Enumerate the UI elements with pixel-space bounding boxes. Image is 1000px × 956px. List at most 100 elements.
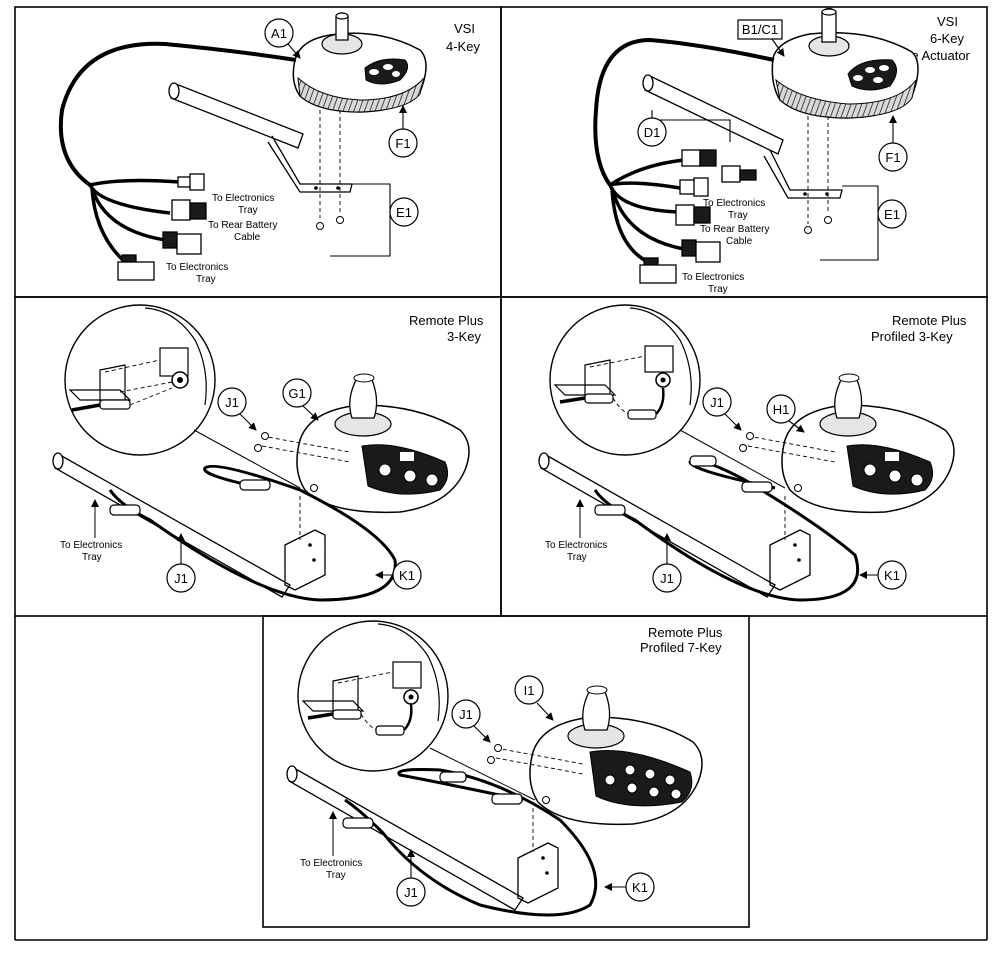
panel-title-line2: 3-Key: [447, 329, 481, 344]
callout-j1-screws: J1: [451, 699, 491, 743]
callout-k1: K1: [604, 872, 655, 902]
panel-vsi-6key: VSI 6-Key Future Actuator: [593, 7, 971, 295]
label-to-rear-battery-b: Cable: [726, 236, 753, 247]
svg-text:J1: J1: [660, 571, 674, 586]
armrest-tube: [52, 452, 326, 598]
label-to-electronics-tray-a: To Electronics: [60, 540, 122, 551]
label-to-electronics-tray-b: Tray: [326, 870, 346, 881]
callout-d1: D1: [637, 117, 667, 147]
svg-text:K1: K1: [632, 880, 648, 895]
panel-remote-plus-3key: Remote Plus 3-Key: [52, 304, 484, 602]
remote-plus-3key-controller: [296, 373, 470, 514]
label-to-electronics-tray-2a: To Electronics: [682, 272, 744, 283]
armrest-tube: [538, 452, 811, 598]
connector-to-electronics-tray-2: [681, 239, 721, 263]
vsi-6key-controller: [771, 7, 919, 119]
panel-title-line2: Profiled 3-Key: [871, 329, 953, 344]
panel-title-line2: 6-Key: [930, 31, 964, 46]
panel-remote-plus-profiled-3key: Remote Plus Profiled 3-Key: [538, 304, 967, 602]
label-to-electronics-tray-2b: Tray: [708, 284, 728, 295]
svg-text:F1: F1: [395, 136, 410, 151]
callout-h1: H1: [766, 394, 805, 433]
panel-title-line2: 4-Key: [446, 39, 480, 54]
callout-a1: A1: [264, 18, 301, 59]
label-to-rear-battery-b: Cable: [234, 232, 261, 243]
svg-text:D1: D1: [644, 125, 661, 140]
svg-text:J1: J1: [404, 885, 418, 900]
label-to-electronics-tray-1b: Tray: [238, 205, 258, 216]
connector-to-electronics-tray-1: [679, 177, 709, 197]
callout-j1-tube: J1: [396, 849, 426, 907]
callout-j1-screws: J1: [217, 387, 257, 431]
label-to-electronics-tray-a: To Electronics: [300, 858, 362, 869]
svg-text:E1: E1: [884, 207, 900, 222]
mounting-screw-icon: [316, 216, 344, 230]
callout-b1c1: B1/C1: [737, 19, 785, 57]
panel-title-line1: Remote Plus: [409, 313, 484, 328]
connector-to-rear-battery-cable: [675, 204, 711, 226]
armrest-tube: [168, 82, 353, 193]
callout-k1: K1: [375, 560, 422, 590]
detail-zoom-circle: [64, 304, 216, 456]
panel-title-line1: Remote Plus: [892, 313, 967, 328]
mounting-screw-icon: [254, 432, 269, 452]
controller-cable: [344, 768, 598, 917]
label-to-electronics-tray-2b: Tray: [196, 274, 216, 285]
panel-remote-plus-profiled-7key: Remote Plus Profiled 7-Key: [286, 620, 723, 917]
svg-text:E1: E1: [396, 205, 412, 220]
remote-plus-profiled-3key-controller: [781, 373, 955, 514]
svg-text:F1: F1: [885, 150, 900, 165]
controller-cable: [593, 37, 775, 187]
label-to-rear-battery-a: To Rear Battery: [208, 220, 277, 231]
callout-f1: F1: [878, 115, 908, 172]
label-to-electronics-tray-b: Tray: [82, 552, 102, 563]
panel-frame-remote-plus-profiled-7key: [262, 615, 750, 928]
svg-text:J1: J1: [459, 707, 473, 722]
label-to-electronics-tray-b: Tray: [567, 552, 587, 563]
panel-vsi-4key: VSI 4-Key: [58, 12, 480, 285]
panel-title-line2: Profiled 7-Key: [640, 640, 722, 655]
callout-g1: G1: [282, 378, 319, 421]
connector-to-electronics-tray-3: [639, 257, 677, 284]
connector-to-rear-battery-cable: [171, 199, 207, 221]
label-to-rear-battery-a: To Rear Battery: [700, 224, 769, 235]
callout-k1: K1: [859, 560, 907, 590]
svg-text:J1: J1: [710, 395, 724, 410]
controller-cable: [58, 41, 297, 187]
callout-i1: I1: [514, 675, 554, 721]
callout-f1: F1: [388, 105, 418, 158]
svg-text:B1/C1: B1/C1: [742, 22, 778, 37]
label-to-electronics-tray-1b: Tray: [728, 210, 748, 221]
connector-to-electronics-tray-1: [177, 173, 205, 191]
armrest-tube: [642, 74, 843, 199]
detail-zoom-circle: [549, 304, 701, 456]
svg-text:K1: K1: [399, 568, 415, 583]
callout-e1: E1: [877, 199, 907, 229]
label-to-electronics-tray-1a: To Electronics: [703, 198, 765, 209]
callout-j1-tube: J1: [166, 533, 196, 593]
connector-to-electronics-tray-2: [162, 231, 202, 255]
svg-text:G1: G1: [288, 386, 305, 401]
label-to-electronics-tray-2a: To Electronics: [166, 262, 228, 273]
callout-e1: E1: [389, 197, 419, 227]
remote-plus-profiled-7key-controller: [529, 685, 703, 826]
panel-frame-vsi-4key: [14, 6, 502, 298]
mounting-screw-icon: [804, 216, 832, 234]
detail-zoom-circle: [297, 620, 449, 772]
panel-title-line1: VSI: [937, 14, 958, 29]
mounting-screw-icon: [487, 744, 502, 764]
connector-to-electronics-tray-3: [117, 254, 155, 281]
svg-text:A1: A1: [271, 26, 287, 41]
svg-text:J1: J1: [174, 571, 188, 586]
label-to-electronics-tray-1a: To Electronics: [212, 193, 274, 204]
callout-j1-screws: J1: [702, 387, 742, 431]
svg-text:I1: I1: [524, 683, 535, 698]
mounting-screw-icon: [739, 432, 754, 452]
svg-text:H1: H1: [773, 402, 790, 417]
svg-text:K1: K1: [884, 568, 900, 583]
callout-j1-tube: J1: [652, 533, 682, 593]
panel-title-line1: VSI: [454, 21, 475, 36]
label-to-electronics-tray-a: To Electronics: [545, 540, 607, 551]
vsi-4key-controller: [292, 12, 427, 113]
